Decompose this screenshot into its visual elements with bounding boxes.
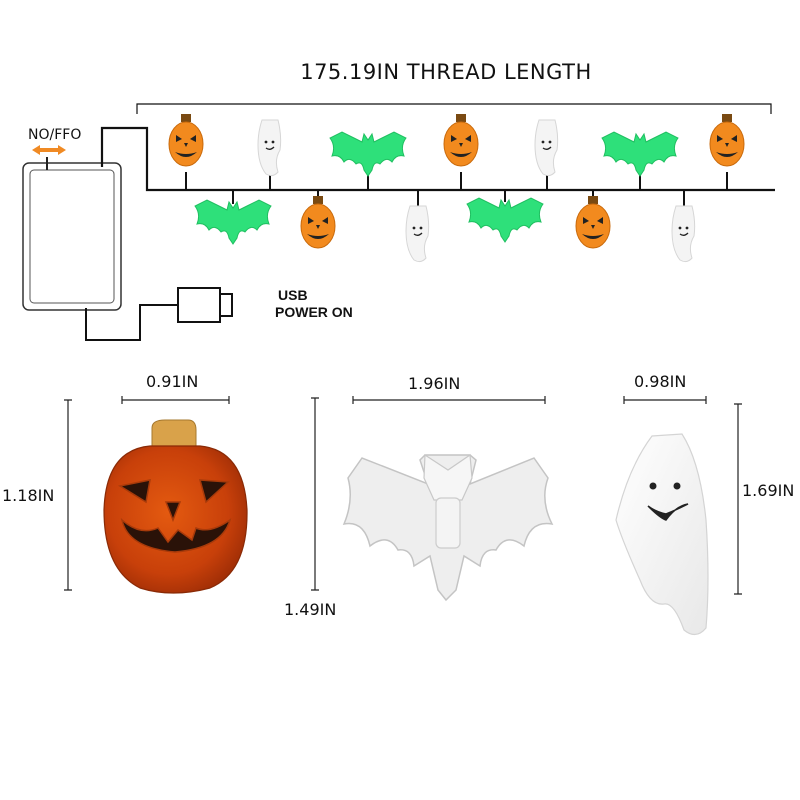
power-switch-label: NO/FFO (28, 127, 82, 143)
usb-plug-icon (177, 287, 233, 323)
pumpkin-height-line (64, 399, 72, 591)
bat-width-label: 1.96IN (408, 374, 461, 393)
bat-light-icon (466, 190, 544, 243)
pumpkin-detail-icon (103, 419, 248, 594)
usb-cable (85, 304, 180, 341)
bat-light-icon (194, 190, 272, 245)
bat-light-icon (329, 131, 407, 190)
ghost-height-label: 1.69IN (742, 481, 795, 500)
battery-box-inner (29, 169, 115, 304)
ghost-width-label: 0.98IN (634, 372, 687, 391)
thread-length-title: 175.19IN THREAD LENGTH (300, 60, 592, 84)
light-wire (100, 126, 775, 192)
bat-light-icon (601, 131, 679, 190)
bat-height-label: 1.49IN (284, 600, 337, 619)
bat-width-line (352, 396, 546, 404)
ghost-width-line (623, 396, 707, 404)
bat-height-line (311, 397, 319, 591)
pumpkin-height-label: 1.18IN (2, 486, 55, 505)
dimension-lines (64, 396, 742, 595)
pumpkin-light-icon (168, 113, 204, 190)
thread-length-bracket (136, 103, 772, 114)
battery-box (22, 162, 122, 311)
usb-label-line1: USB (278, 287, 308, 303)
ghost-light-icon (534, 119, 559, 190)
usb-label-line2: POWER ON (275, 304, 353, 320)
ghost-height-line (734, 403, 742, 595)
ghost-detail-icon (615, 433, 709, 636)
pumpkin-light-icon (575, 190, 611, 249)
pumpkin-light-icon (300, 190, 336, 249)
ghost-light-icon (257, 119, 282, 190)
ghost-light-icon (405, 190, 430, 263)
bat-detail-icon (342, 453, 554, 602)
string-lights-bottom (194, 190, 696, 263)
ghost-light-icon (671, 190, 696, 263)
double-arrow-icon (32, 145, 66, 155)
usb-power-label: USB POWER ON (275, 287, 353, 321)
string-lights-top (168, 113, 745, 190)
pumpkin-light-icon (709, 113, 745, 190)
pumpkin-width-label: 0.91IN (146, 372, 199, 391)
pumpkin-width-line (121, 396, 230, 404)
pumpkin-light-icon (443, 113, 479, 190)
